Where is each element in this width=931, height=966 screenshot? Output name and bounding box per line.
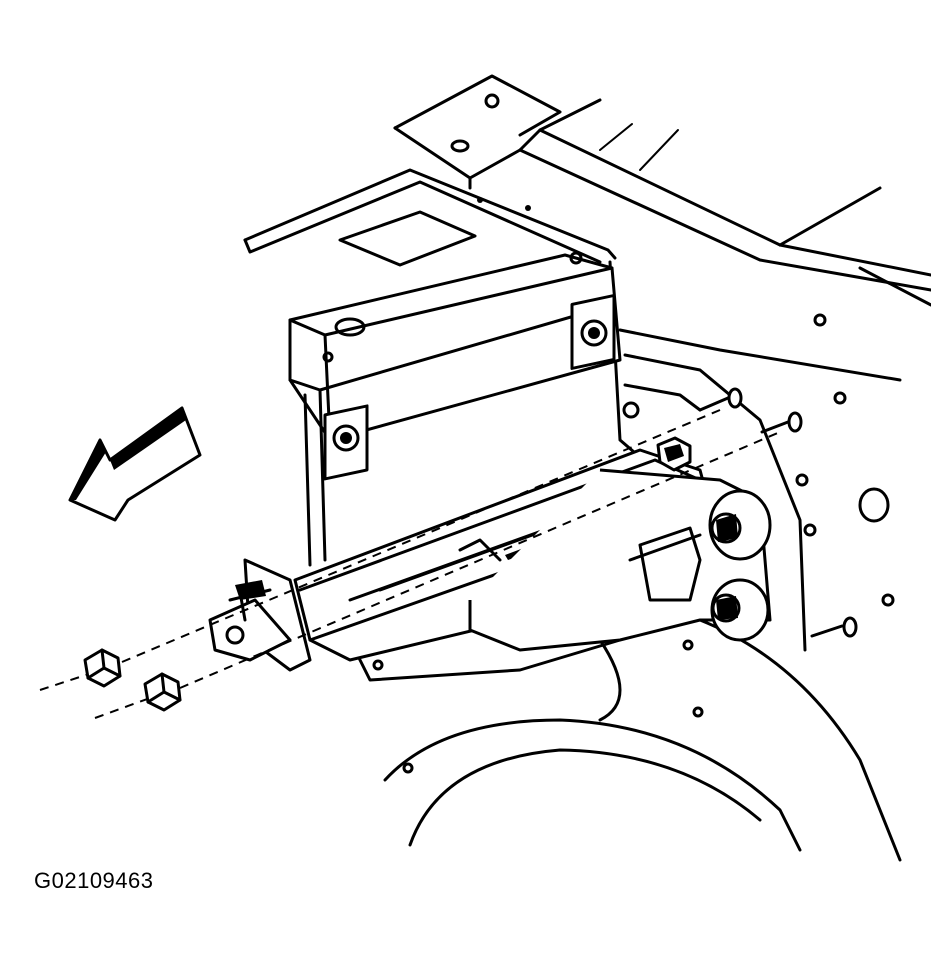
fastener-paths: [39, 409, 781, 719]
hex-nut-icon: [143, 672, 182, 712]
terminal-right: [570, 293, 616, 370]
vehicle-body-panels: [243, 74, 931, 862]
hex-nut-icon: [656, 436, 692, 472]
bolt-icon: [760, 411, 803, 434]
figure-id-label: G02109463: [34, 868, 154, 893]
bolt-icon: [810, 616, 858, 638]
module-bracket-assembly: [208, 448, 772, 672]
terminal-left: [323, 404, 369, 481]
hex-nut-icon: [83, 648, 122, 688]
module-housing: [288, 251, 622, 567]
rubber-mount-lower: [710, 578, 770, 642]
bolt-icon: [698, 387, 743, 412]
arrow-front-of-vehicle-icon: [68, 406, 202, 522]
rubber-mount-upper: [708, 489, 772, 561]
